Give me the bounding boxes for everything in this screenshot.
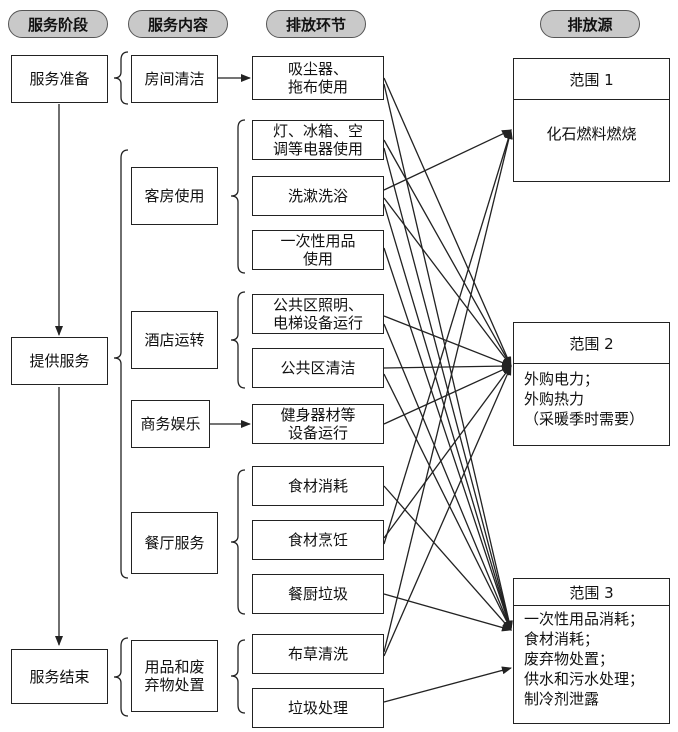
content-waste-disposal: 用品和废 弃物处置 xyxy=(131,640,218,712)
header-content: 服务内容 xyxy=(128,10,228,38)
scope2-items: 外购电力； 外购热力 （采暖季时需要） xyxy=(524,370,645,428)
bracket-provide xyxy=(113,149,129,579)
scope1-title: 范围 1 xyxy=(514,59,669,100)
link-garbage-processing: 垃圾处理 xyxy=(252,688,384,728)
link-fitness-equipment: 健身器材等 设备运行 xyxy=(252,404,384,444)
link-public-cleaning: 公共区清洁 xyxy=(252,348,384,388)
link-vacuum-mop: 吸尘器、 拖布使用 xyxy=(252,56,384,100)
header-link: 排放环节 xyxy=(266,10,366,38)
header-stage: 服务阶段 xyxy=(8,10,108,38)
bracket-waste xyxy=(230,639,246,714)
stage-prep: 服务准备 xyxy=(11,55,108,103)
scope2-box: 范围 2 外购电力； 外购热力 （采暖季时需要） xyxy=(513,322,670,446)
scope1-box: 范围 1 化石燃料燃烧 xyxy=(513,58,670,182)
stage-provide: 提供服务 xyxy=(11,337,108,385)
stage-end: 服务结束 xyxy=(11,649,108,704)
scope3-box: 范围 3 一次性用品消耗； 食材消耗； 废弃物处置； 供水和污水处理； 制冷剂泄… xyxy=(513,578,670,724)
link-food-consumption: 食材消耗 xyxy=(252,466,384,506)
emission-arrows xyxy=(383,77,513,703)
content-business: 商务娱乐 xyxy=(131,400,210,448)
bracket-guest-room xyxy=(230,119,246,274)
link-kitchen-waste: 餐厨垃圾 xyxy=(252,574,384,614)
link-appliances: 灯、冰箱、空 调等电器使用 xyxy=(252,120,384,160)
content-guest-room: 客房使用 xyxy=(131,167,218,225)
bracket-end xyxy=(113,637,129,717)
bracket-restaurant xyxy=(230,469,246,615)
content-hotel-ops: 酒店运转 xyxy=(131,311,218,369)
bracket-hotel-ops xyxy=(230,291,246,389)
link-disposable-use: 一次性用品 使用 xyxy=(252,230,384,270)
link-public-lighting: 公共区照明、 电梯设备运行 xyxy=(252,294,384,334)
scope2-title: 范围 2 xyxy=(514,323,669,364)
link-wash-bath: 洗漱洗浴 xyxy=(252,176,384,216)
scope3-title: 范围 3 xyxy=(514,579,669,606)
content-restaurant: 餐厅服务 xyxy=(131,512,218,574)
header-source: 排放源 xyxy=(540,10,640,38)
scope3-items: 一次性用品消耗； 食材消耗； 废弃物处置； 供水和污水处理； 制冷剂泄露 xyxy=(524,610,645,708)
link-linen-washing: 布草清洗 xyxy=(252,634,384,674)
link-food-cooking: 食材烹饪 xyxy=(252,520,384,560)
scope1-items: 化石燃料燃烧 xyxy=(546,125,637,143)
bracket-prep xyxy=(113,51,129,105)
content-room-clean: 房间清洁 xyxy=(131,55,218,103)
